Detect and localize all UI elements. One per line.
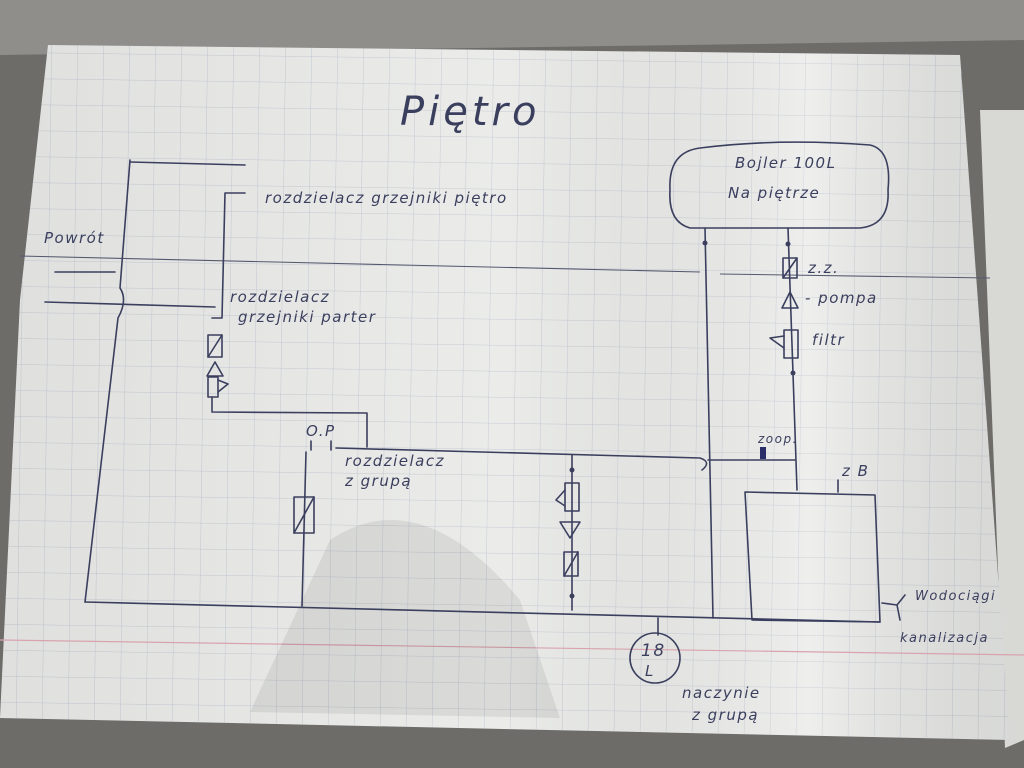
label-naczynie-2: z grupą — [691, 706, 759, 724]
op-connector — [310, 440, 332, 451]
check-valve-icon — [782, 257, 798, 279]
pump-icon — [781, 291, 799, 309]
boiler-supply-branch — [760, 227, 799, 491]
label-filtr: filtr — [812, 331, 845, 349]
op-pipe — [301, 451, 307, 607]
manifold-branch — [206, 192, 368, 448]
boiler-return-pipe — [704, 227, 714, 619]
floor-line — [19, 255, 701, 273]
zb-box — [744, 491, 881, 623]
label-rozdzielacz-grupa-1: rozdzielacz — [345, 452, 445, 470]
margin-line — [0, 639, 1024, 656]
valve-icon — [207, 334, 223, 358]
label-zz: z.z. — [807, 259, 839, 277]
filter-icon — [564, 482, 580, 512]
label-rozdzielacz-parter-1: rozdzielacz — [230, 288, 330, 306]
label-pompa: - pompa — [805, 289, 878, 307]
page-title: Piętro — [400, 89, 540, 135]
label-zoop: zoop. — [757, 432, 798, 446]
pump-icon — [559, 521, 581, 539]
expansion-vessel: 18 L — [629, 617, 681, 684]
return-pipe — [44, 159, 246, 603]
label-naczynie-1: naczynie — [682, 684, 761, 702]
label-wodociagi: Wodociągi — [915, 589, 996, 604]
floor-line-right — [719, 273, 991, 279]
label-bojler-2: Na piętrze — [728, 184, 820, 202]
vessel-volume: 18 — [641, 641, 666, 661]
label-rozdzielacz-parter-2: grzejniki parter — [238, 308, 376, 326]
zoop-valve-icon — [760, 447, 766, 459]
wodociagi-connection — [881, 594, 906, 621]
label-kanalizacja: kanalizacja — [900, 631, 989, 646]
label-rozdzielacz-pietro: rozdzielacz grzejniki piętro — [265, 189, 508, 207]
filter-icon — [783, 329, 799, 359]
middle-branch — [555, 454, 581, 611]
shadow — [250, 520, 560, 718]
filter-icon — [207, 376, 219, 398]
label-powrot: Powrót — [44, 229, 105, 247]
boiler-tank — [669, 141, 890, 229]
label-zb: z B — [841, 462, 869, 480]
label-op: O.P — [306, 422, 336, 440]
valve-icon — [293, 496, 315, 534]
valve-icon — [563, 551, 579, 577]
pump-icon — [206, 361, 224, 377]
label-rozdzielacz-grupa-2: z grupą — [344, 472, 412, 490]
supply-line — [335, 447, 796, 471]
label-bojler-1: Bojler 100L — [735, 154, 836, 172]
vessel-unit: L — [645, 662, 655, 680]
bottom-return-line — [84, 601, 881, 623]
